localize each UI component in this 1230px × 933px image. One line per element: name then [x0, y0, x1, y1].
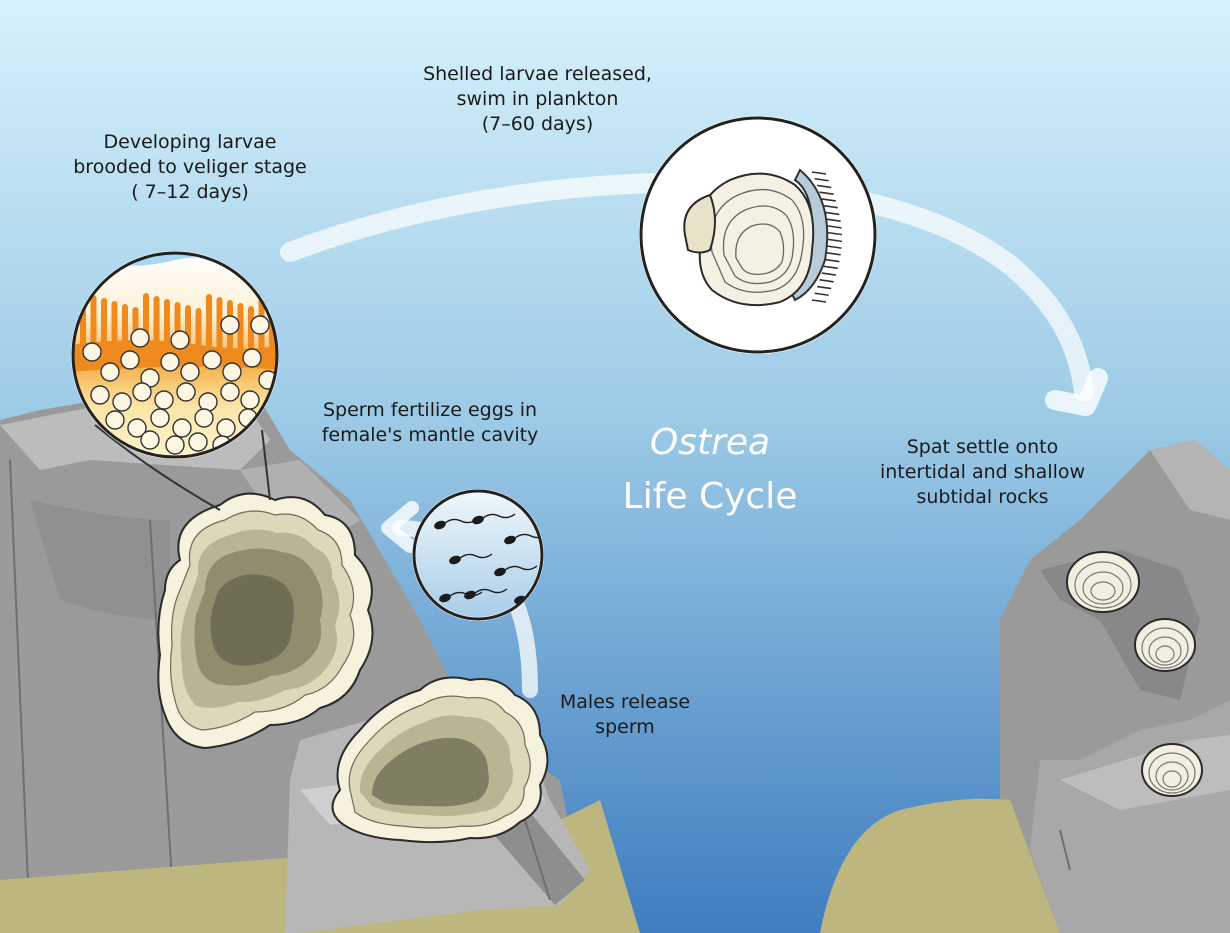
label-brood-line-3: ( 7–12 days) [55, 180, 325, 205]
spat-shell-3 [1142, 744, 1202, 796]
brood-inset [70, 250, 280, 460]
label-fertilize-line-2: female's mantle cavity [300, 423, 560, 448]
egg [221, 383, 239, 401]
egg [203, 351, 221, 369]
diagram-title-main: Life Cycle [600, 476, 820, 517]
label-plankton-stage: Shelled larvae released, swim in plankto… [405, 62, 670, 137]
egg [141, 431, 159, 449]
label-settle-line-2: intertidal and shallow [855, 460, 1110, 485]
egg [151, 409, 169, 427]
egg [83, 343, 101, 361]
label-plankton-line-1: Shelled larvae released, [405, 62, 670, 87]
egg [106, 411, 124, 429]
egg [243, 349, 261, 367]
egg [133, 383, 151, 401]
cilium [206, 294, 212, 350]
label-release-stage: Males release sperm [545, 690, 705, 740]
spat-shell-1 [1067, 552, 1139, 612]
egg [189, 433, 207, 451]
label-brood-stage: Developing larvae brooded to veliger sta… [55, 130, 325, 205]
label-release-line-1: Males release [545, 690, 705, 715]
egg [173, 419, 191, 437]
egg [181, 363, 199, 381]
label-settle-stage: Spat settle onto intertidal and shallow … [855, 435, 1110, 510]
egg [155, 391, 173, 409]
cilium [91, 295, 97, 350]
spat-shell-2 [1135, 619, 1195, 671]
label-brood-line-1: Developing larvae [55, 130, 325, 155]
egg [223, 363, 241, 381]
label-fertilize-line-1: Sperm fertilize eggs in [300, 398, 560, 423]
egg [166, 436, 184, 454]
egg [241, 391, 259, 409]
egg [131, 329, 149, 347]
plankton-inset [639, 116, 877, 354]
egg [91, 386, 109, 404]
cilium [196, 308, 202, 350]
egg [199, 393, 217, 411]
label-settle-line-1: Spat settle onto [855, 435, 1110, 460]
egg [171, 331, 189, 349]
egg [217, 419, 235, 437]
label-release-line-2: sperm [545, 715, 705, 740]
egg [113, 393, 131, 411]
egg [161, 353, 179, 371]
label-settle-line-3: subtidal rocks [855, 485, 1110, 510]
egg [221, 316, 239, 334]
label-fertilize-stage: Sperm fertilize eggs in female's mantle … [300, 398, 560, 448]
egg [177, 383, 195, 401]
egg [121, 351, 139, 369]
label-brood-line-2: brooded to veliger stage [55, 155, 325, 180]
label-plankton-line-3: (7–60 days) [405, 112, 670, 137]
egg [101, 363, 119, 381]
label-plankton-line-2: swim in plankton [405, 87, 670, 112]
egg [195, 409, 213, 427]
egg [251, 316, 269, 334]
diagram-title-genus: Ostrea [600, 422, 820, 463]
